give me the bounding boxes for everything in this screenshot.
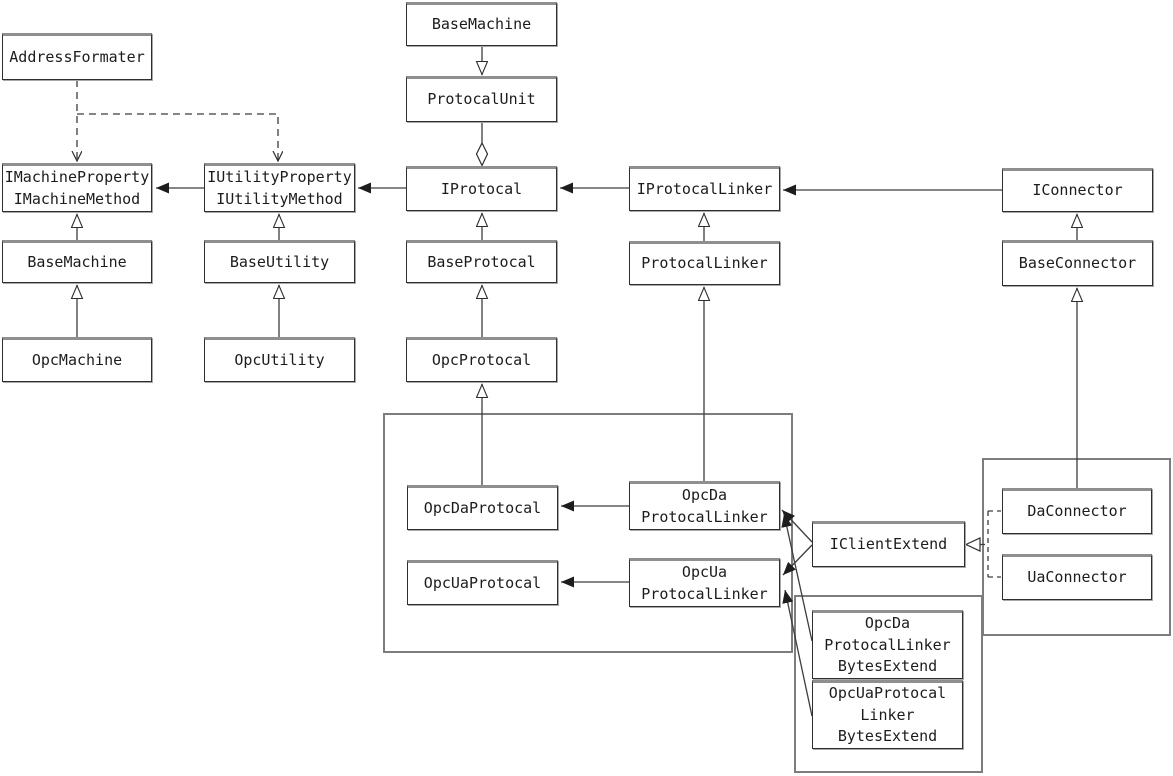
- group-opc-protocal-and-linkers: [383, 413, 793, 653]
- node-opcua-protocal: OpcUaProtocal: [407, 560, 558, 605]
- node-iutility-property-method: IUtilityProperty IUtilityMethod: [204, 163, 355, 212]
- realization-triangle: [964, 537, 981, 552]
- node-base-machine-top: BaseMachine: [406, 2, 557, 46]
- node-da-connector: DaConnector: [1002, 488, 1152, 534]
- node-ua-connector: UaConnector: [1002, 554, 1152, 600]
- edge-opcdabytesextend-to-opcdalinker: [781, 513, 813, 642]
- node-base-protocal: BaseProtocal: [406, 240, 557, 283]
- node-protocal-linker: ProtocalLinker: [629, 241, 780, 285]
- node-opc-machine: OpcMachine: [2, 337, 152, 382]
- node-base-utility: BaseUtility: [204, 240, 355, 283]
- node-base-machine: BaseMachine: [2, 240, 152, 283]
- node-iprotocal: IProtocal: [406, 166, 557, 211]
- node-opcda-protocal-linker-bytes-extend: OpcDa ProtocalLinker BytesExtend: [812, 610, 963, 679]
- aggregation-diamond: [475, 141, 489, 167]
- node-opcda-protocal-linker: OpcDa ProtocalLinker: [629, 481, 780, 530]
- node-address-formater: AddressFormater: [2, 33, 152, 80]
- node-base-connector: BaseConnector: [1002, 240, 1153, 286]
- node-opcda-protocal: OpcDaProtocal: [407, 485, 558, 530]
- edge-opcuabytesextend-to-opcualinker: [782, 589, 813, 717]
- node-iprotocal-linker: IProtocalLinker: [629, 166, 780, 211]
- edge-iclientextend-to-opcualinker: [782, 544, 813, 576]
- node-protocal-unit: ProtocalUnit: [406, 76, 557, 122]
- node-opc-protocal: OpcProtocal: [406, 337, 557, 382]
- node-imachine-property-method: IMachineProperty IMachineMethod: [2, 163, 152, 212]
- node-opcua-protocal-linker: OpcUa ProtocalLinker: [629, 558, 780, 607]
- edge-addressformater-to-iutility: [77, 113, 278, 161]
- group-bytes-extend: [794, 595, 983, 773]
- node-opcua-protocal-linker-bytes-extend: OpcUaProtocal Linker BytesExtend: [812, 680, 963, 749]
- node-opc-utility: OpcUtility: [204, 337, 355, 382]
- node-iclient-extend: IClientExtend: [812, 521, 965, 567]
- node-iconnector: IConnector: [1002, 168, 1153, 212]
